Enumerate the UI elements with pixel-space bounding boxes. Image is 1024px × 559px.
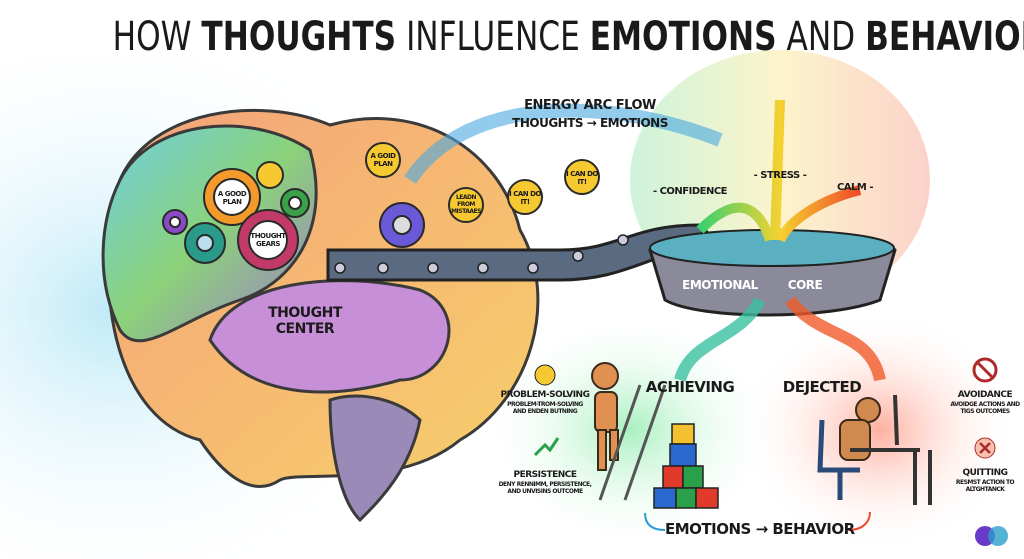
thought-center-label: THOUGHT CENTER (268, 305, 342, 337)
bulb-label: I CAN DO IT! (509, 190, 541, 206)
lightbulb-icon (534, 364, 556, 386)
prohibited-icon (972, 357, 998, 383)
problem-solving-title: PROBLEM-SOLVING (500, 390, 590, 400)
achieving-label: ACHIEVING (645, 378, 735, 396)
chair (817, 419, 860, 500)
achieving-figure (591, 362, 619, 471)
persistence-desc: DENY RENNIMM, PERSISTENCE, AND UNVISINS … (498, 481, 592, 495)
page-title: HOW THOUGHTS INFLUENCE EMOTIONS AND BEHA… (112, 14, 1024, 60)
quitting-desc: RESMST ACTION TO ALTGHTANCK (955, 479, 1015, 493)
emotion-calm: CALM - (836, 182, 874, 193)
avoidance-desc: AVOIDGE ACTIONS AND TIGS OUTCOMES (950, 401, 1020, 415)
emotions-behavior-footer: EMOTIONS → BEHAVIOR (665, 520, 855, 538)
bulb-label: LEADN FROM MISTAAES (451, 194, 481, 215)
quitting-title: QUITTING (962, 468, 1008, 478)
avoidance-title: AVOIDANCE (957, 390, 1013, 400)
persistence-title: PERSISTENCE (513, 470, 577, 480)
flow-subtitle: THOUGHTS → EMOTIONS (512, 116, 668, 130)
energy-arc (404, 103, 723, 184)
desk (850, 394, 932, 505)
blocks (653, 423, 719, 509)
thought-center-lobe (208, 279, 451, 394)
brain-stem (328, 394, 422, 523)
bulb-label: I CAN DO IT! (566, 170, 598, 186)
emotion-confidence: - CONFIDENCE (652, 186, 728, 197)
core-label-right: CORE (787, 278, 823, 292)
gear-label: THOUGHT GEARS (250, 232, 286, 248)
trend-up-icon (533, 437, 560, 457)
ladder (598, 384, 667, 501)
bulb-label: A GOID PLAN (370, 152, 396, 168)
core-label-left: EMOTIONAL (682, 278, 758, 292)
emotion-stress: - STRESS - (753, 170, 807, 181)
problem-solving-desc: PROBLEM-TROM-SOLVING AND ENDEN BUTNING (507, 401, 583, 415)
gear-label: A GOOD PLAN (217, 190, 247, 206)
lightbulb-icons (256, 142, 600, 223)
flow-title: ENERGY ARC FLOW (524, 98, 656, 113)
dejected-label: DEJECTED (782, 378, 862, 396)
